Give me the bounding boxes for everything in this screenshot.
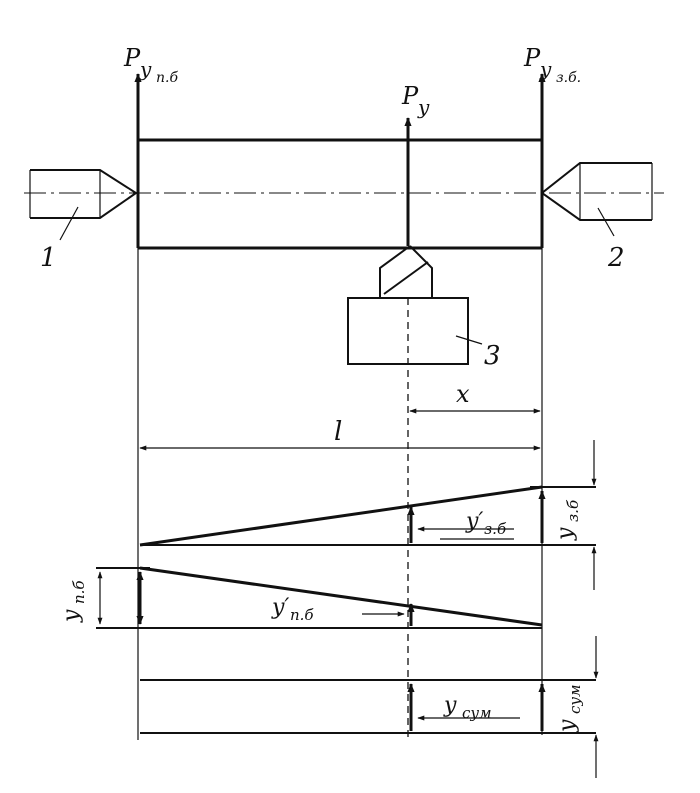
left-center bbox=[29, 169, 138, 219]
svg-text:сум: сум bbox=[462, 704, 492, 722]
label-part-1: 1 bbox=[40, 243, 57, 273]
svg-text:п.б: п.б bbox=[290, 606, 314, 624]
svg-text:P: P bbox=[123, 44, 141, 72]
svg-text:P: P bbox=[523, 44, 541, 72]
label-part-2: 2 bbox=[607, 243, 625, 273]
svg-text:y: y bbox=[555, 719, 580, 733]
svg-text:п.б: п.б bbox=[156, 70, 178, 86]
deflection-diagram-rear-center bbox=[139, 440, 597, 590]
label-p-y-right: P y з.б. bbox=[523, 44, 581, 86]
label-y-front: y п.б bbox=[59, 580, 88, 623]
label-l: l bbox=[334, 417, 342, 447]
svg-text:y: y bbox=[417, 95, 430, 119]
label-y-prime-rear: y′ з.б bbox=[465, 509, 507, 538]
label-y-rear: y з.б bbox=[553, 499, 582, 541]
leader-2 bbox=[597, 207, 615, 237]
svg-text:сум: сум bbox=[566, 684, 584, 714]
leader-1 bbox=[59, 206, 79, 241]
svg-text:y: y bbox=[539, 57, 552, 81]
label-part-3: 3 bbox=[484, 341, 501, 371]
svg-text:y′: y′ bbox=[271, 595, 289, 620]
deflection-diagram-total bbox=[140, 636, 599, 778]
svg-text:y: y bbox=[59, 609, 84, 623]
deflection-diagram-front-center bbox=[96, 566, 543, 629]
workpiece bbox=[24, 138, 664, 250]
right-center bbox=[540, 162, 653, 221]
label-p-y-center: P y bbox=[401, 82, 430, 119]
label-y-sum-inner: y сум bbox=[443, 693, 492, 722]
label-x: x bbox=[456, 380, 470, 408]
label-y-sum: y сум bbox=[555, 684, 584, 733]
svg-text:y′: y′ bbox=[465, 509, 483, 534]
label-y-prime-front: y′ п.б bbox=[271, 595, 314, 624]
svg-text:y: y bbox=[443, 693, 457, 718]
svg-text:P: P bbox=[401, 82, 419, 110]
svg-text:y: y bbox=[553, 527, 578, 541]
svg-text:з.б: з.б bbox=[564, 499, 582, 522]
svg-text:y: y bbox=[139, 57, 152, 81]
leader-3 bbox=[455, 335, 483, 345]
svg-text:з.б: з.б bbox=[484, 520, 507, 538]
svg-text:п.б: п.б bbox=[70, 580, 88, 604]
label-p-y-left: P y п.б bbox=[123, 44, 178, 86]
svg-text:з.б.: з.б. bbox=[556, 70, 581, 86]
